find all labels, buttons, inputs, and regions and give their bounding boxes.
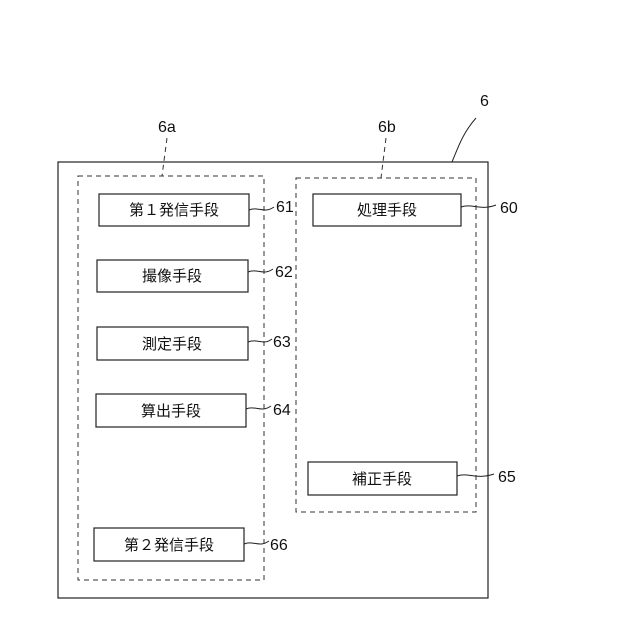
block-processing-leader [461, 205, 496, 207]
block-calculation-label: 算出手段 [141, 402, 201, 420]
block-first-transmitter-ref: 61 [276, 199, 294, 216]
block-first-transmitter: 第１発信手段 61 [99, 194, 294, 226]
block-second-transmitter: 第２発信手段 66 [94, 528, 288, 561]
group-a-leader-line [162, 138, 167, 176]
block-second-transmitter-leader [244, 541, 269, 544]
group-b-leader-line [381, 138, 386, 178]
group-b-ref-label: 6b [378, 119, 396, 136]
group-a-ref-label: 6a [158, 119, 176, 136]
block-first-transmitter-label: 第１発信手段 [129, 201, 219, 219]
device-leader-line [452, 118, 476, 162]
block-correction-label: 補正手段 [352, 470, 412, 488]
block-measurement-label: 測定手段 [142, 335, 202, 353]
group-a-dashed-frame [78, 176, 264, 580]
block-correction-ref: 65 [498, 469, 516, 486]
block-second-transmitter-label: 第２発信手段 [124, 536, 214, 554]
block-measurement-leader [248, 339, 272, 342]
block-imaging-leader [248, 269, 273, 272]
block-measurement-ref: 63 [273, 334, 291, 351]
block-processing-ref: 60 [500, 200, 518, 217]
block-second-transmitter-ref: 66 [270, 537, 288, 554]
block-calculation: 算出手段 64 [96, 394, 291, 427]
block-calculation-leader [246, 406, 271, 409]
block-imaging-ref: 62 [275, 264, 293, 281]
block-processing-label: 処理手段 [357, 201, 417, 219]
block-processing: 処理手段 60 [313, 194, 518, 226]
block-correction: 補正手段 65 [308, 462, 516, 495]
block-measurement: 測定手段 63 [97, 327, 291, 360]
block-calculation-ref: 64 [273, 402, 291, 419]
block-first-transmitter-leader [249, 207, 274, 210]
block-imaging-label: 撮像手段 [142, 267, 202, 285]
device-ref-label: 6 [480, 93, 489, 110]
